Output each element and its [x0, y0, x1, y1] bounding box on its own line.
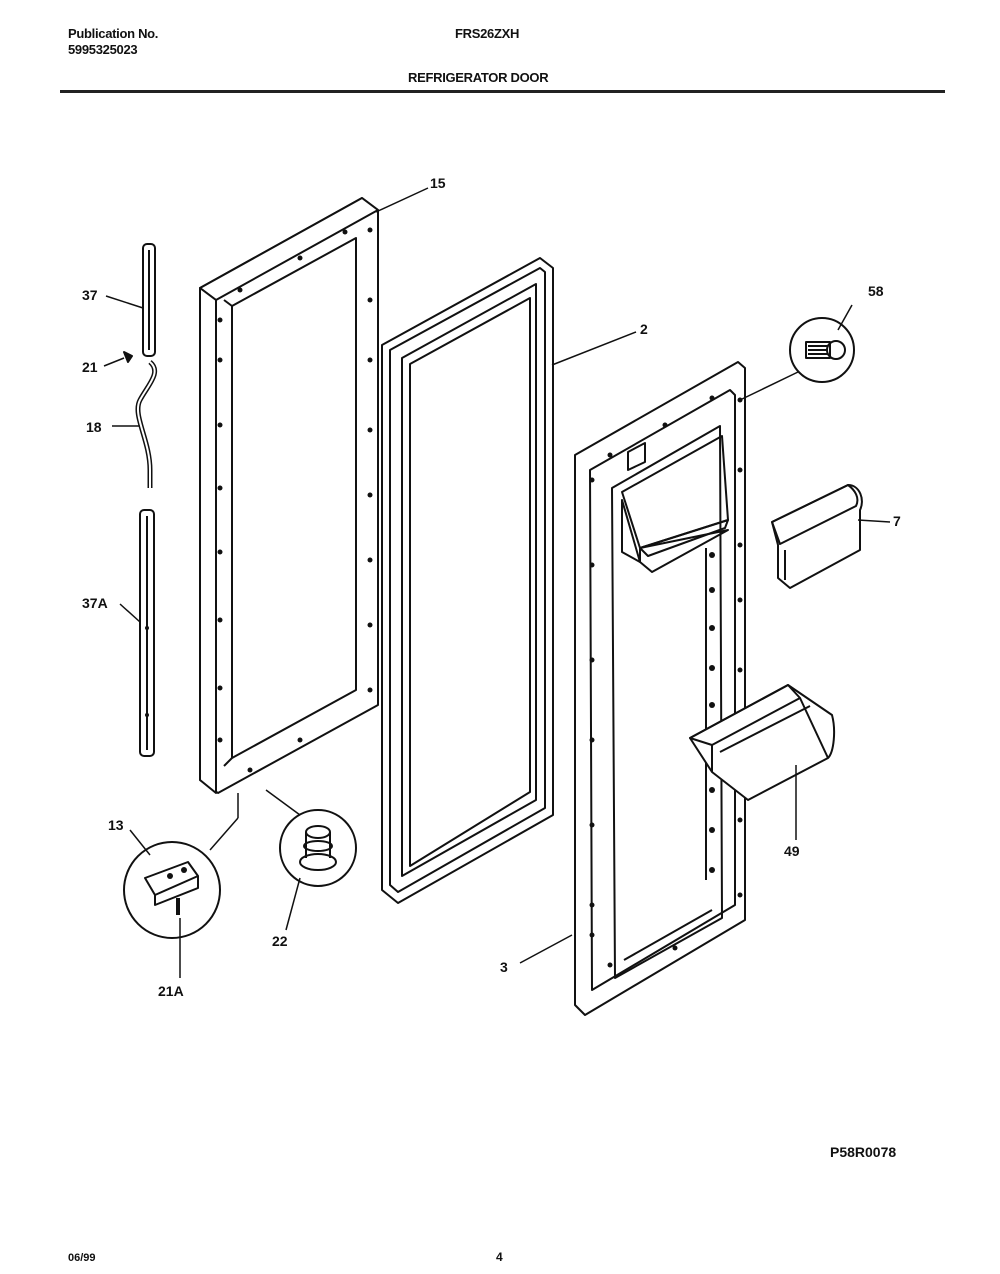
callout-37: 37 [82, 287, 98, 303]
leader-lines [103, 187, 891, 978]
part-37-strip [142, 243, 156, 357]
part-7-bin-cover [771, 484, 863, 589]
callout-58: 58 [868, 283, 884, 299]
publication-label: Publication No. [68, 26, 159, 41]
section-title: REFRIGERATOR DOOR [408, 70, 549, 85]
callout-3: 3 [500, 959, 508, 975]
part-15-door-frame [199, 197, 379, 794]
page-number: 4 [496, 1250, 503, 1264]
callout-37a: 37A [82, 595, 108, 611]
date: 06/99 [68, 1252, 96, 1264]
callout-18: 18 [86, 419, 102, 435]
callout-15: 15 [430, 175, 446, 191]
model-number: FRS26ZXH [455, 26, 520, 41]
part-49-shelf-bin [689, 684, 836, 801]
part-18-rod [135, 360, 158, 488]
part-21-screw [123, 351, 133, 363]
part-37a-strip [139, 509, 155, 757]
header-rule [60, 90, 945, 93]
callout-21a: 21A [158, 983, 184, 999]
part-2-gasket [381, 257, 554, 904]
part-13-hinge-detail [123, 841, 221, 939]
part-22-bushing-detail [279, 809, 357, 887]
callout-7: 7 [893, 513, 901, 529]
callout-13: 13 [108, 817, 124, 833]
part-3-door-liner [574, 361, 746, 1016]
part-58-screw-detail [789, 317, 855, 383]
publication-number: 5995325023 [68, 42, 138, 57]
callout-49: 49 [784, 843, 800, 859]
diagram-code: P58R0078 [830, 1144, 897, 1160]
callout-22: 22 [272, 933, 288, 949]
callout-2: 2 [640, 321, 648, 337]
callout-21: 21 [82, 359, 98, 375]
